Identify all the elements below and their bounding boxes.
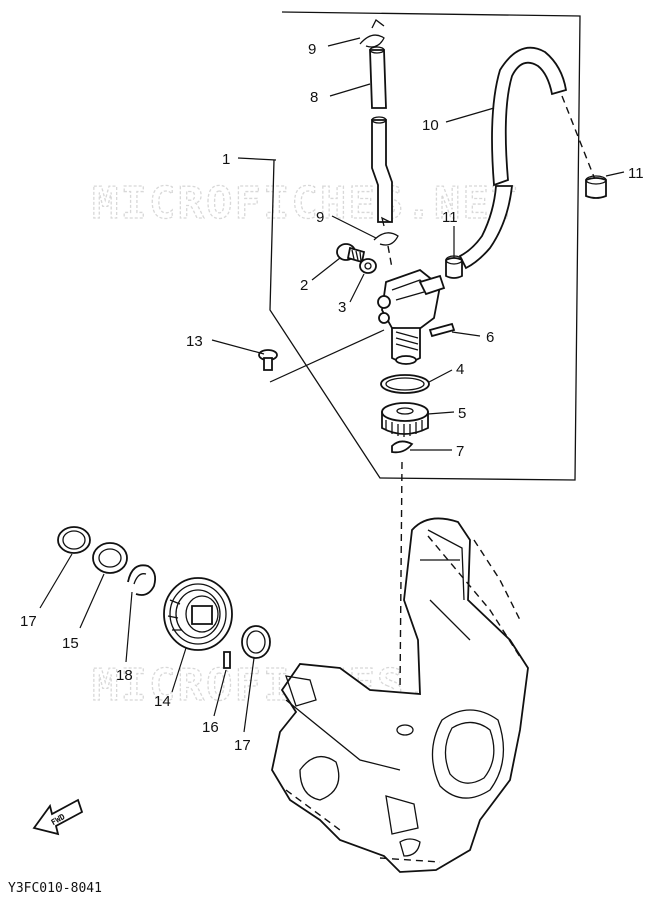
callout-11-right: 11 bbox=[628, 165, 644, 182]
leader-15 bbox=[79, 573, 105, 629]
hose-clip-top bbox=[359, 19, 385, 48]
callout-15: 15 bbox=[62, 635, 79, 652]
hose-cap-center bbox=[445, 255, 463, 279]
o-ring bbox=[380, 374, 430, 394]
leader-14 bbox=[171, 647, 187, 693]
leader-17b bbox=[243, 657, 255, 733]
callout-17-right: 17 bbox=[234, 737, 251, 754]
bolt bbox=[336, 243, 366, 264]
drive-gear bbox=[381, 402, 429, 437]
callout-17-left: 17 bbox=[20, 613, 37, 630]
callout-5: 5 bbox=[458, 405, 466, 422]
circlip bbox=[391, 440, 414, 454]
leader-2 bbox=[311, 257, 341, 281]
callout-11-center: 11 bbox=[442, 209, 458, 226]
callout-2: 2 bbox=[300, 277, 308, 294]
callout-18: 18 bbox=[116, 667, 133, 684]
breather-hose bbox=[458, 46, 568, 270]
circlip-right bbox=[241, 625, 271, 659]
callout-1: 1 bbox=[222, 151, 230, 168]
hose-guide-dash bbox=[561, 95, 597, 183]
callout-3: 3 bbox=[338, 299, 346, 316]
leader-9a bbox=[327, 37, 361, 47]
diagram-code: Y3FC010-8041 bbox=[8, 881, 102, 896]
callout-13: 13 bbox=[186, 333, 203, 350]
hose-curved bbox=[371, 116, 393, 223]
callout-10: 10 bbox=[422, 117, 439, 134]
leader-9b bbox=[331, 215, 377, 239]
hose-cap-right bbox=[585, 175, 607, 199]
watermark-top: MICROFICHES.NET bbox=[92, 178, 519, 229]
callout-16: 16 bbox=[202, 719, 219, 736]
leader-3 bbox=[349, 273, 365, 303]
assembly-boundary bbox=[269, 11, 581, 481]
pump-body bbox=[377, 268, 446, 365]
callout-6: 6 bbox=[486, 329, 494, 346]
screw-guide-line bbox=[269, 329, 385, 383]
pump-guide-dash bbox=[399, 461, 403, 691]
crankcase-housing bbox=[271, 517, 529, 873]
washer bbox=[359, 258, 377, 274]
leader-16 bbox=[213, 669, 227, 717]
thrust-washer bbox=[92, 542, 128, 574]
callout-8: 8 bbox=[310, 89, 318, 106]
gear-pin bbox=[223, 651, 231, 669]
leader-13 bbox=[211, 339, 265, 355]
leader-8 bbox=[329, 83, 371, 97]
hose-clip-lower bbox=[373, 216, 399, 246]
callout-14: 14 bbox=[154, 693, 171, 710]
callout-9-top: 9 bbox=[308, 41, 316, 58]
pump-drive-gear bbox=[163, 577, 233, 651]
leader-17a bbox=[39, 553, 73, 609]
leader-5 bbox=[427, 411, 455, 415]
leader-4 bbox=[428, 369, 453, 383]
snap-clip bbox=[127, 564, 157, 596]
clip-guide-dash bbox=[387, 245, 393, 269]
leader-11a bbox=[605, 171, 625, 177]
dowel-pin bbox=[428, 322, 456, 338]
leader-6 bbox=[451, 331, 481, 337]
callout-4: 4 bbox=[456, 361, 464, 378]
leader-1 bbox=[237, 157, 277, 161]
leader-18 bbox=[125, 591, 133, 663]
screw bbox=[258, 349, 278, 371]
leader-10 bbox=[445, 107, 495, 123]
callout-7: 7 bbox=[456, 443, 464, 460]
callout-9-lower: 9 bbox=[316, 209, 324, 226]
circlip-left bbox=[57, 526, 91, 554]
fwd-arrow-icon: FWD bbox=[32, 798, 84, 836]
hose-short bbox=[369, 46, 387, 109]
